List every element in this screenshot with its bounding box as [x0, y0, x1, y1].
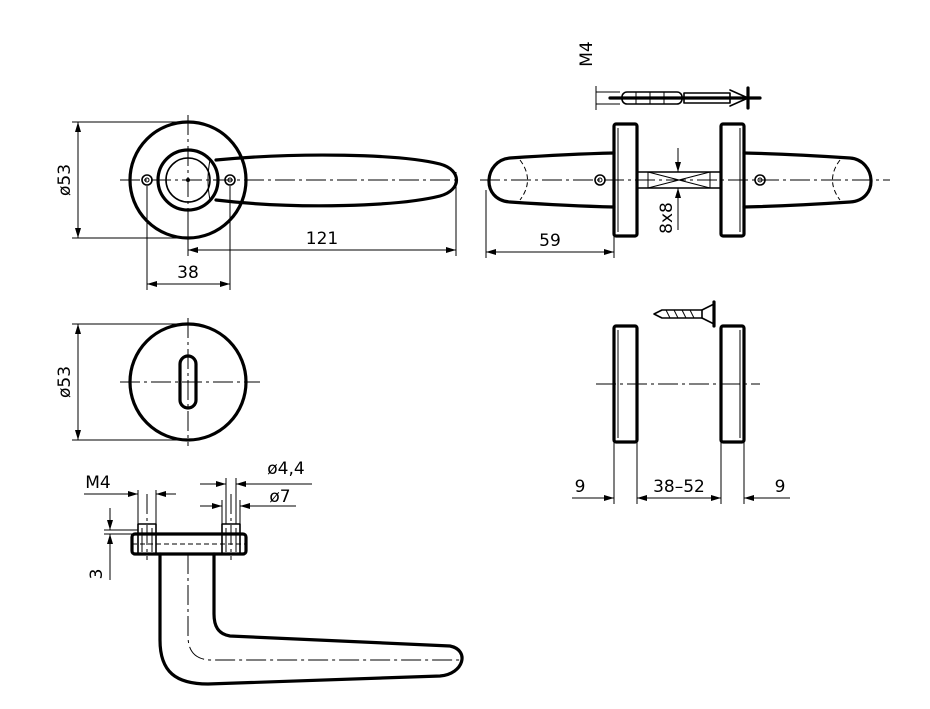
screw-boss-left — [137, 523, 157, 555]
dim-spindle: 8x8 — [657, 202, 677, 234]
dim-hole-large: ø7 — [269, 487, 290, 507]
dim-screw-bottom: M4 — [85, 473, 110, 493]
dim-side-length: 59 — [539, 231, 561, 251]
dim-rose-diameter-keyhole: ø53 — [55, 366, 75, 398]
lever-profile — [158, 552, 464, 686]
keyhole-escutcheon-view: ø53 — [55, 318, 260, 446]
screw-boss-right — [221, 523, 241, 555]
dim-rose-thickness-left: 9 — [575, 477, 586, 497]
escutcheon-side-view: 9 38–52 9 — [572, 300, 790, 504]
dim-rose-offset: 38 — [177, 263, 199, 283]
lever-front-view: ø53 121 38 — [55, 115, 460, 290]
through-bolt — [608, 86, 762, 110]
dim-screw-top: M4 — [577, 41, 597, 66]
dim-lever-length: 121 — [306, 229, 338, 249]
dim-rose-height: 3 — [87, 569, 107, 580]
assembly-side-view: M4 59 8x8 — [480, 41, 890, 258]
dim-rose-diameter-top: ø53 — [55, 164, 75, 196]
wood-screw — [653, 300, 716, 328]
lever-side-profile: M4 ø4,4 ø7 3 — [84, 459, 464, 686]
dim-rose-thickness-right: 9 — [775, 477, 786, 497]
dim-hole-small: ø4,4 — [267, 459, 304, 479]
dim-door-thickness: 38–52 — [653, 477, 705, 497]
